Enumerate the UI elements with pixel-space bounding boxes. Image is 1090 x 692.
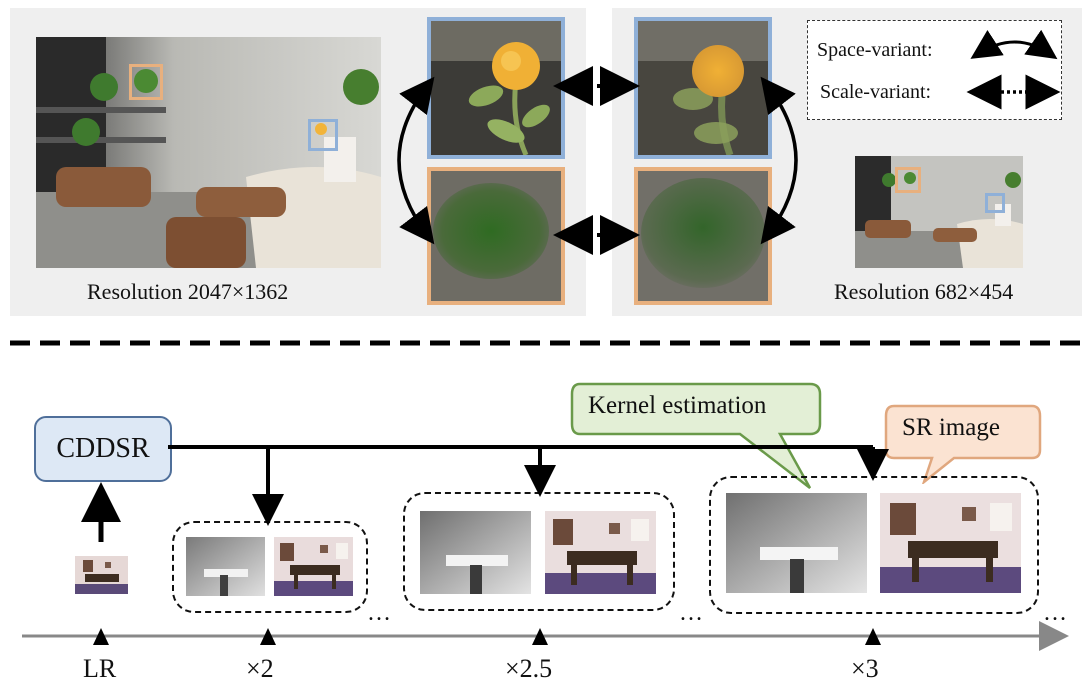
axis-label-x2: ×2 [246, 654, 274, 683]
right-caption: Resolution 682×454 [834, 279, 1014, 304]
blurry-plant-crop [427, 167, 565, 305]
kernel-estimation-label: Kernel estimation [588, 392, 767, 419]
orange-crop-marker-small [895, 167, 921, 193]
sr-image-label: SR image [902, 414, 1000, 441]
kernel-map-x2-5 [420, 511, 531, 594]
sharp-flower-crop [427, 17, 565, 159]
left-caption: Resolution 2047×1362 [87, 279, 289, 304]
sr-callout-shape [884, 404, 1042, 484]
blue-crop-marker [308, 119, 338, 151]
blue-crop-marker-small [985, 193, 1005, 213]
ellipsis-1: … [367, 600, 392, 626]
axis-label-lr: LR [83, 654, 117, 683]
sr-image-x3 [880, 493, 1021, 593]
axis-label-x3: ×3 [851, 654, 879, 683]
ellipsis-2: … [679, 600, 704, 626]
sr-image-x2-5 [545, 511, 656, 594]
pipeline-connectors [22, 445, 1069, 651]
lr-input-image [75, 556, 128, 594]
kernel-map-x2 [186, 537, 265, 596]
top-arrows [397, 29, 1061, 255]
kernel-callout-shape [570, 382, 822, 489]
sr-image-x2 [274, 537, 353, 596]
legend-space-variant-label: Space-variant: [817, 39, 933, 61]
legend-scale-variant-label: Scale-variant: [820, 81, 932, 103]
axis-label-x2-5: ×2.5 [505, 654, 553, 683]
high-res-scene-image [36, 37, 381, 268]
kernel-map-x3 [726, 493, 867, 593]
orange-crop-marker [129, 64, 163, 100]
